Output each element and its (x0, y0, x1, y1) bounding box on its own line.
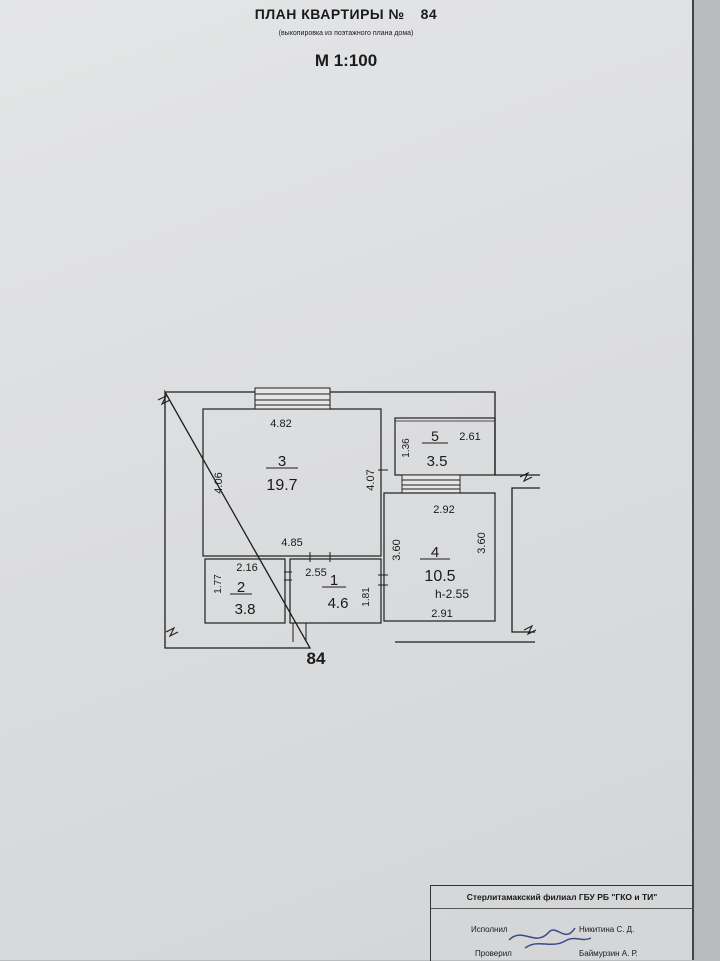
room-1-area: 4.6 (328, 595, 349, 612)
plan-scale: М 1:100 (314, 51, 378, 70)
room-3-number: 3 (278, 453, 286, 470)
stamp-organization: Стерлитамакский филиал ГБУ РБ "ГКО и ТИ" (431, 886, 693, 909)
room-4-height: h-2.55 (435, 587, 469, 601)
room-2-area: 3.8 (235, 601, 256, 618)
room-4-number: 4 (431, 544, 439, 561)
signature-mark (508, 927, 592, 949)
dim-r5-left: 1.36 (401, 438, 412, 458)
wall-break-marks (157, 394, 537, 638)
window-room-5 (401, 474, 461, 494)
dim-r4-bottom: 2.91 (431, 608, 452, 620)
dim-r3-left: 4.06 (213, 472, 225, 493)
plan-title-number: 84 (420, 6, 438, 22)
door-marks (284, 469, 388, 586)
apartment-number-label: 84 (307, 649, 326, 668)
plan-title-text: ПЛАН КВАРТИРЫ № (254, 6, 405, 22)
document-sheet (0, 0, 694, 960)
dim-r3-right: 4.07 (365, 469, 377, 490)
outer-wall (164, 389, 540, 649)
dim-r4-right: 3.60 (476, 532, 488, 553)
room-5-number: 5 (431, 428, 439, 444)
dim-r3-bottom: 4.85 (281, 537, 302, 549)
entrance-door (292, 623, 307, 642)
dim-r3-top: 4.82 (270, 418, 291, 430)
stamp-executed-name: Никитина С. Д. (579, 925, 635, 934)
title-block-stamp: Стерлитамакский филиал ГБУ РБ "ГКО и ТИ"… (430, 885, 693, 961)
plan-subtitle: (выкопировка из поэтажного плана дома) (278, 30, 414, 37)
stamp-executed-label: Исполнил (471, 925, 508, 934)
stamp-checked-name: Баймурзин А. Р. (579, 949, 638, 958)
dim-r2-top: 2.16 (236, 562, 257, 574)
dim-r2-left: 1.77 (213, 574, 224, 594)
stamp-checked-label: Проверил (475, 949, 512, 958)
room-4-outline (383, 492, 496, 622)
dim-r1-top: 2.55 (305, 567, 326, 579)
room-1-outline (289, 558, 382, 624)
room-2-outline (204, 558, 286, 624)
room-5-area: 3.5 (427, 453, 448, 470)
room-3-area: 19.7 (266, 477, 297, 494)
dim-r5-right: 2.61 (459, 431, 480, 443)
room-1-number: 1 (330, 572, 338, 589)
dim-r1-right: 1.81 (361, 587, 372, 607)
room-2-number: 2 (237, 579, 245, 596)
window-top (254, 387, 331, 410)
dim-r4-left: 3.60 (391, 539, 403, 560)
dim-r4-top: 2.92 (433, 504, 454, 516)
plan-title: ПЛАН КВАРТИРЫ № 84 (0, 6, 692, 22)
room-4-area: 10.5 (424, 568, 455, 585)
